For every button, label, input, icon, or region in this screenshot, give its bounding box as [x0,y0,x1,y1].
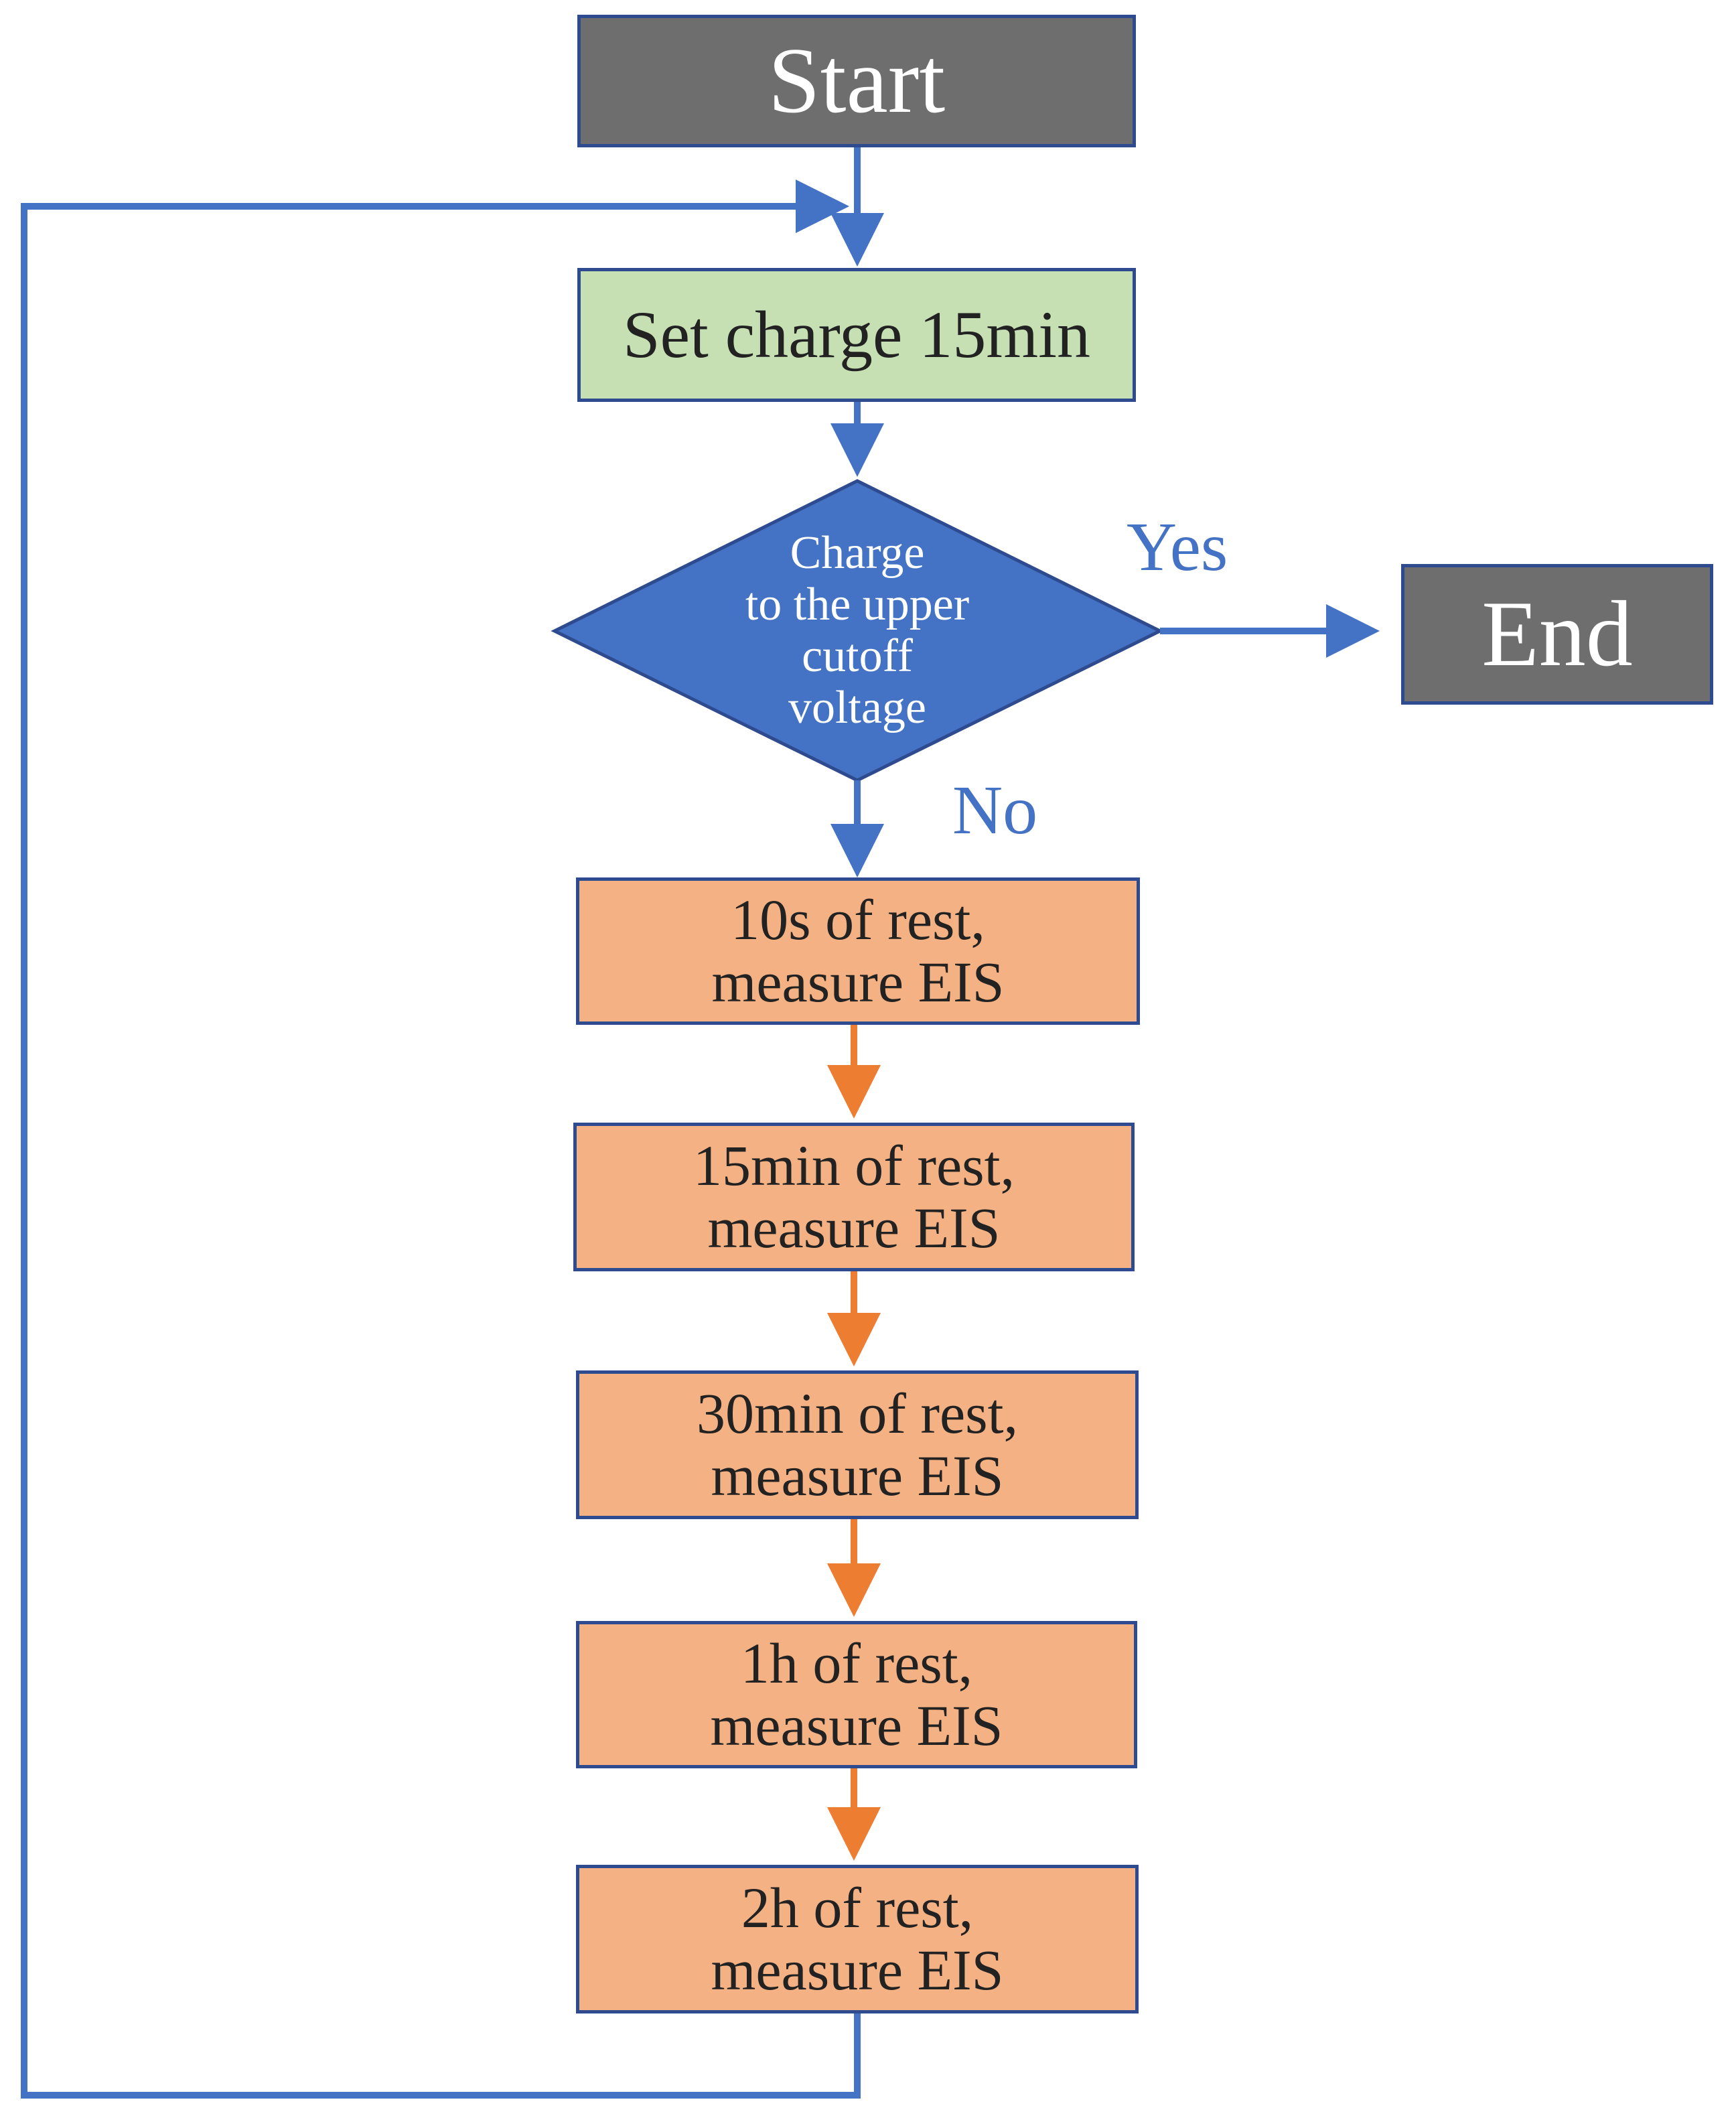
rest-step-4-line-1: 1h of rest, [740,1631,973,1696]
set-charge-node: Set charge 15min [577,268,1136,402]
rest-step-1: 10s of rest, measure EIS [576,877,1140,1025]
rest-step-1-line-1: 10s of rest, [731,888,985,952]
rest-step-4-line-2: measure EIS [710,1693,1003,1758]
loop-back-line [21,180,861,2099]
rest-step-5-line-2: measure EIS [711,1938,1004,2002]
start-node: Start [577,15,1136,147]
decision-line-4: voltage [788,682,927,733]
rest-step-3-line-1: 30min of rest, [696,1381,1019,1446]
rest-step-1-line-2: measure EIS [711,950,1005,1014]
rest-step-3: 30min of rest, measure EIS [576,1370,1139,1519]
decision-line-1: Charge [790,527,925,579]
decision-line-3: cutoff [802,630,913,682]
rest-step-2-line-2: measure EIS [707,1196,1001,1260]
yes-label: Yes [1127,508,1228,585]
start-label: Start [768,29,946,133]
no-label: No [952,772,1038,849]
rest-step-4: 1h of rest, measure EIS [576,1621,1137,1768]
end-node: End [1401,564,1713,705]
set-charge-label: Set charge 15min [623,297,1090,372]
rest-step-2-line-1: 15min of rest, [693,1133,1015,1198]
rest-step-2: 15min of rest, measure EIS [573,1123,1135,1271]
decision-label: Charge to the upper cutoff voltage [676,514,1038,746]
end-label: End [1481,582,1633,687]
rest-step-3-line-2: measure EIS [711,1443,1004,1508]
rest-step-5: 2h of rest, measure EIS [576,1865,1139,2013]
decision-line-2: to the upper [745,579,970,630]
rest-step-5-line-1: 2h of rest, [741,1876,974,1940]
